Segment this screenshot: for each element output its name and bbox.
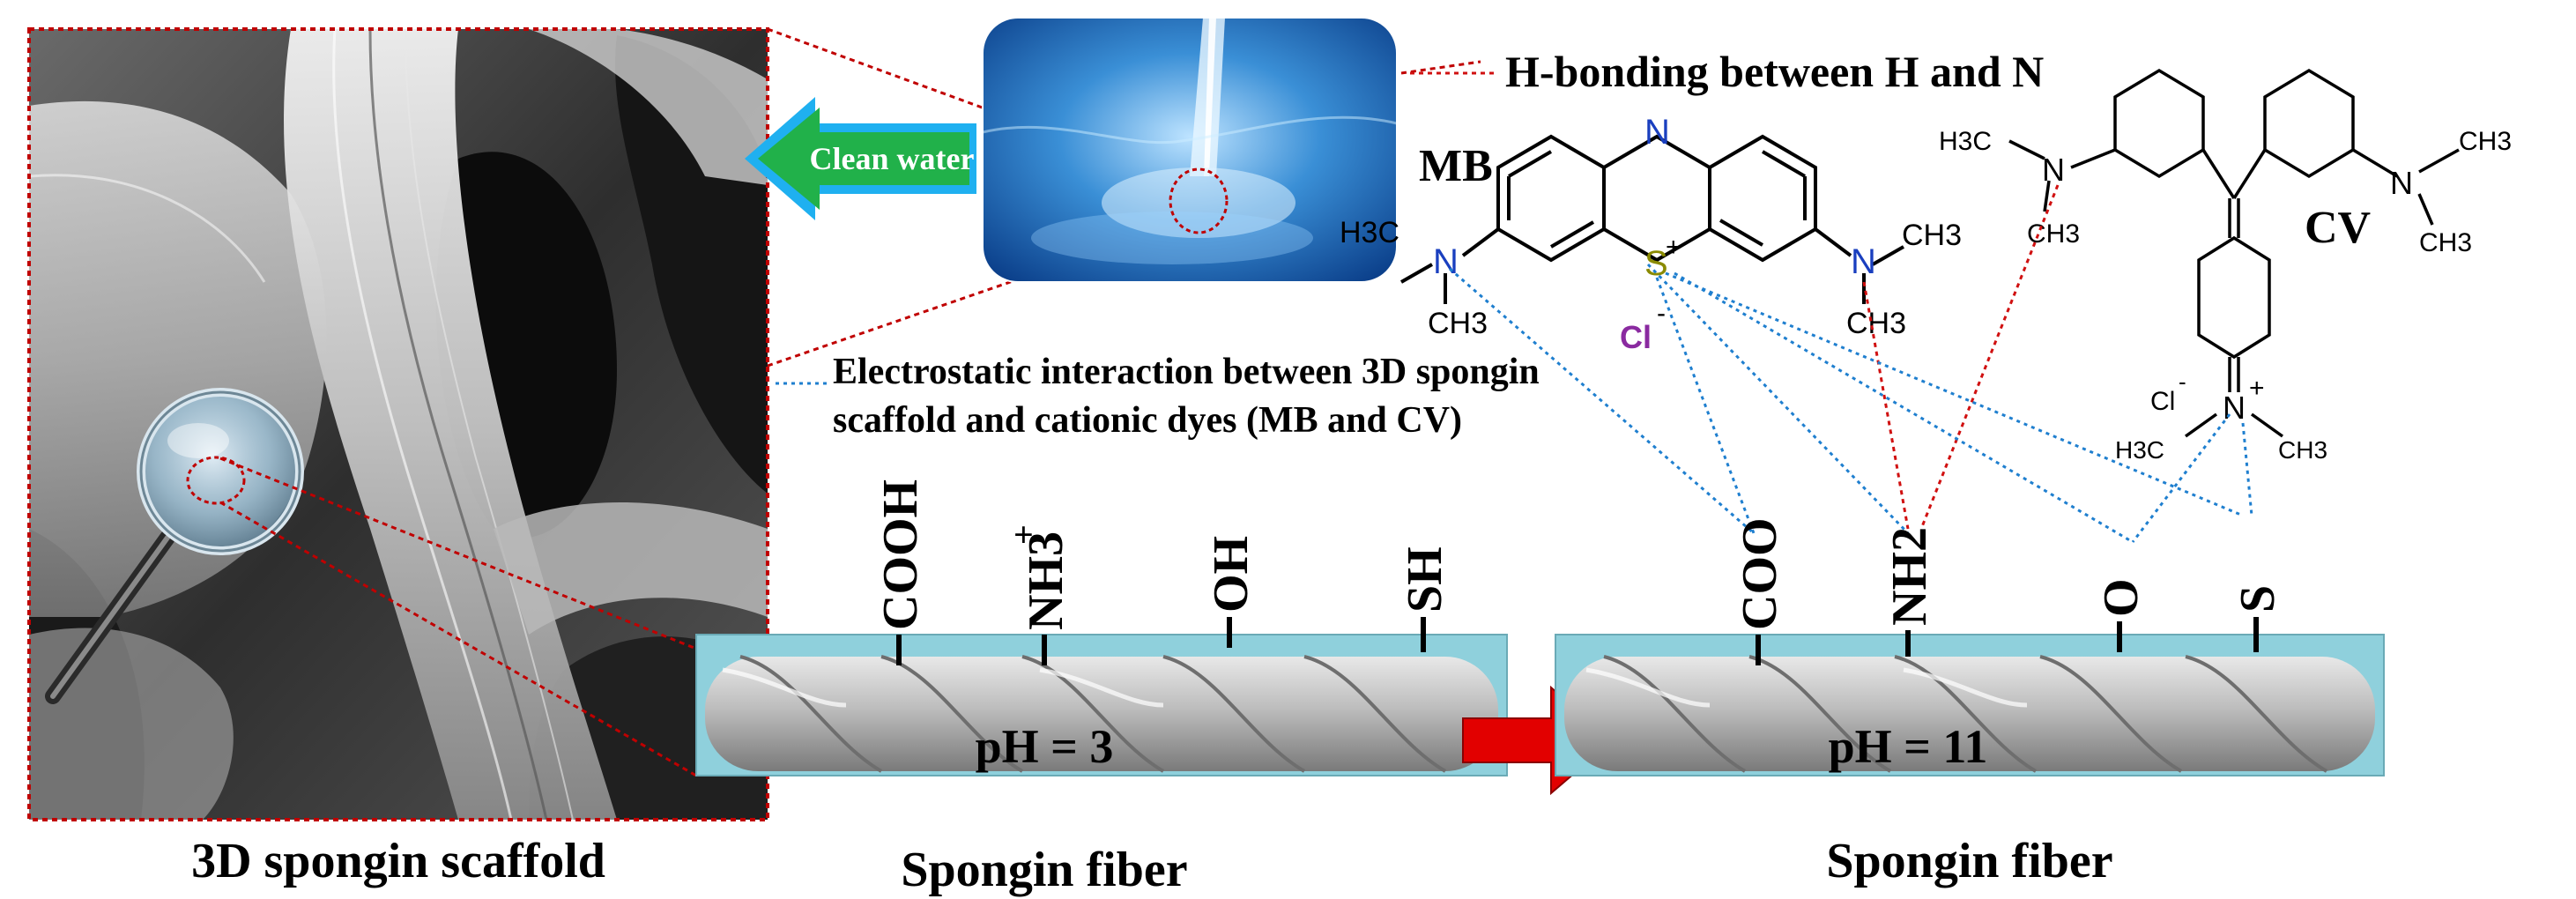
cv-left-n: N [2042, 152, 2065, 188]
fiber-right-ph: pH = 11 [1829, 720, 1988, 773]
hbond-lines [1862, 184, 2060, 530]
water-photo [982, 17, 1398, 283]
cv-bottom-n: N [2223, 390, 2246, 426]
hbond-label: H-bonding between H and N [1505, 47, 2044, 96]
electro-label-2: scaffold and cationic dyes (MB and CV) [833, 400, 1462, 441]
fiber-right-group-1: COO [1733, 517, 1787, 630]
cv-right-methyl-a: CH3 [2459, 127, 2512, 156]
fiber-right [1555, 617, 2385, 776]
mb-ring-n: N [1644, 113, 1670, 152]
mb-left-methyl: H3C [1340, 216, 1399, 249]
fiber-right-group-3: O [2094, 578, 2149, 617]
fiber-left-group-2: NH3 [1019, 531, 1073, 630]
fiber-left-ph: pH = 3 [976, 720, 1114, 773]
clean-water-arrow [745, 97, 976, 220]
fiber-left [695, 617, 1508, 776]
mb-left-n: N [1433, 242, 1459, 281]
fiber-right-group-4: S [2231, 585, 2285, 613]
fiber-left-caption: Spongin fiber [901, 843, 1187, 897]
mb-bottom-methyl: CH3 [1846, 307, 1906, 340]
fiber-left-group-4: SH [1398, 546, 1452, 613]
cv-bottom-right-methyl: CH3 [2278, 436, 2327, 464]
mb-left-bottom-methyl: CH3 [1428, 307, 1488, 340]
clean-water-label: Clean water [810, 141, 975, 176]
cv-cl: Cl [2150, 387, 2175, 416]
sem-image [27, 27, 769, 821]
fiber-left-group-3: OH [1204, 536, 1258, 613]
cv-cl-charge: - [2179, 368, 2186, 395]
mb-right-methyl: CH3 [1902, 219, 1962, 252]
cv-left-methyl-a: H3C [1939, 127, 1992, 156]
mb-name: MB [1419, 141, 1493, 191]
mb-cl: Cl [1620, 319, 1652, 355]
cv-bottom-left-methyl: H3C [2115, 436, 2164, 464]
cv-bottom-n-charge: + [2249, 374, 2265, 403]
fiber-left-group-1: COOH [873, 479, 928, 630]
electrostatic-lines [1449, 263, 2253, 544]
mb-s-charge: + [1666, 233, 1681, 262]
electro-label-1: Electrostatic interaction between 3D spo… [833, 352, 1540, 392]
cv-right-n: N [2390, 165, 2413, 201]
fiber-left-charge: + [1013, 515, 1034, 554]
fiber-right-caption: Spongin fiber [1826, 834, 2112, 888]
mb-structure [1400, 134, 1904, 304]
cv-structure [2008, 68, 2460, 438]
mb-s: S [1644, 244, 1668, 283]
mb-cl-charge: - [1657, 299, 1666, 328]
fiber-right-group-2: NH2 [1882, 527, 1937, 626]
cv-right-methyl-b: CH3 [2419, 228, 2472, 257]
cv-name: CV [2305, 203, 2371, 253]
sem-caption: 3D spongin scaffold [191, 834, 605, 888]
mb-right-n: N [1851, 242, 1876, 281]
